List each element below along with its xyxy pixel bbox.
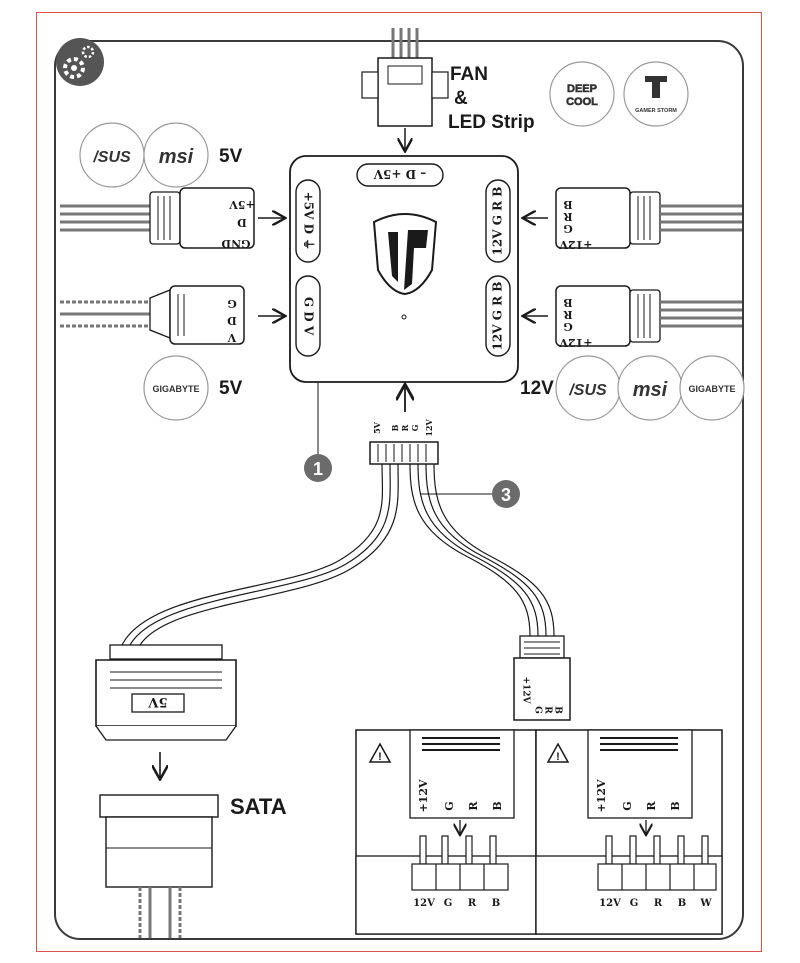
svg-text:+12V: +12V: [559, 238, 593, 251]
svg-text:12V: 12V: [599, 898, 621, 909]
header-panel-5pin: ! +12V G R B 12V G R B W: [535, 729, 723, 935]
svg-text:R: R: [654, 898, 663, 909]
svg-text:D: D: [227, 314, 237, 327]
gigabyte-logo-right: GIGABYTE: [679, 355, 745, 421]
svg-text:D: D: [237, 216, 247, 229]
svg-text:+12V: +12V: [559, 336, 593, 349]
gear-icon: [56, 38, 104, 86]
asus-logo-top-left: /SUS: [79, 122, 145, 188]
svg-text:msi: msi: [633, 379, 668, 401]
svg-text:+12V: +12V: [521, 676, 531, 704]
svg-text:B: B: [491, 801, 504, 810]
svg-text:G: G: [563, 320, 572, 333]
msi-logo-top-left: msi: [143, 122, 209, 188]
svg-text:G: G: [630, 898, 639, 909]
molex-label: 5V: [148, 694, 168, 709]
cable-left-bottom: G D V: [60, 285, 284, 345]
svg-text:B: B: [669, 801, 682, 810]
svg-text:msi: msi: [159, 146, 194, 168]
left-bottom-voltage: 5V: [219, 378, 243, 399]
svg-text:3: 3: [501, 485, 511, 505]
gigabyte-logo-left: GIGABYTE: [143, 355, 209, 421]
svg-text:G: G: [621, 801, 634, 810]
svg-text:G: G: [443, 801, 456, 810]
svg-text:B: B: [563, 198, 572, 211]
svg-text:R: R: [563, 210, 573, 223]
svg-text:COOL: COOL: [566, 96, 598, 108]
svg-text:R: R: [400, 424, 410, 431]
outer-frame: [36, 12, 762, 952]
svg-text:V: V: [227, 331, 237, 344]
callout-1-badge: 1: [304, 454, 332, 482]
svg-text:/SUS: /SUS: [568, 382, 607, 399]
cable-right-top: B R G +12V: [524, 187, 742, 251]
fan-connector: [361, 28, 449, 150]
svg-text:B: B: [563, 296, 572, 309]
svg-text:G: G: [533, 706, 543, 714]
svg-text:G: G: [227, 297, 236, 310]
svg-text:G: G: [563, 222, 572, 235]
svg-text:R: R: [467, 801, 480, 811]
deepcool-logo: DEEP COOL: [549, 61, 615, 127]
svg-text:GND: GND: [221, 237, 250, 250]
callout-3-badge: 3: [492, 480, 520, 508]
svg-text:GIGABYTE: GIGABYTE: [152, 384, 199, 394]
svg-text:GAMER STORM: GAMER STORM: [635, 108, 677, 114]
svg-text:B: B: [492, 898, 500, 909]
fan-label: FAN: [450, 64, 488, 85]
hub-port-left-bottom: G D V: [302, 297, 316, 336]
led-strip-label: LED Strip: [448, 112, 535, 133]
svg-text:+12V: +12V: [417, 779, 430, 813]
msi-logo-right: msi: [617, 355, 683, 421]
svg-text:B: B: [678, 898, 686, 909]
svg-text:B: B: [390, 424, 400, 431]
molex-5v-connector: 5V: [95, 644, 237, 741]
rgb-12v-plug: +12V G R B: [513, 635, 571, 721]
svg-text:G: G: [444, 898, 453, 909]
hub-port-right-bottom: 12V G R B: [491, 282, 505, 351]
svg-text:R: R: [468, 898, 477, 909]
warning-icon: [368, 742, 392, 763]
gamer-storm-logo: GAMER STORM: [623, 61, 689, 127]
svg-text:R: R: [645, 801, 658, 811]
cable-right-bottom: B R G +12V: [524, 285, 742, 349]
split-cable: [121, 463, 555, 646]
svg-text:/SUS: /SUS: [92, 149, 131, 166]
svg-text:!: !: [378, 751, 382, 763]
hub-cable-connector: [369, 441, 439, 465]
hub-port-left-top: +5V D ⏚: [302, 192, 316, 250]
header-panel-4pin: ! +12V G R B 12V G R B: [355, 729, 537, 935]
svg-text:W: W: [699, 898, 712, 909]
warning-icon: [546, 742, 570, 763]
svg-text:G: G: [410, 424, 420, 431]
svg-text:GIGABYTE: GIGABYTE: [688, 384, 735, 394]
ampersand-label: &: [454, 88, 468, 109]
svg-text:R: R: [543, 706, 553, 714]
right-voltage: 12V: [520, 378, 554, 399]
rgb-hub: – D +5V +5V D ⏚ G D V 12V G R B 12V G R …: [289, 155, 519, 383]
cable-left-top: +5V D GND: [60, 187, 284, 250]
svg-text:DEEP: DEEP: [567, 83, 597, 95]
svg-text:12V: 12V: [424, 419, 434, 437]
hub-port-top: – D +5V: [373, 167, 426, 181]
svg-text:+12V: +12V: [595, 779, 608, 813]
svg-text:12V: 12V: [413, 898, 435, 909]
svg-text:B: B: [553, 706, 563, 714]
hub-port-right-top: 12V G R B: [491, 187, 505, 256]
svg-text:R: R: [563, 308, 573, 321]
asus-logo-right: /SUS: [555, 355, 621, 421]
svg-text:!: !: [556, 751, 560, 763]
svg-text:+5V: +5V: [229, 198, 255, 211]
sata-connector: [99, 794, 219, 938]
svg-text:1: 1: [313, 459, 323, 479]
hub-cable-pin-5v: 5V: [372, 421, 382, 434]
left-top-voltage: 5V: [219, 146, 243, 167]
sata-label: SATA: [230, 794, 287, 819]
